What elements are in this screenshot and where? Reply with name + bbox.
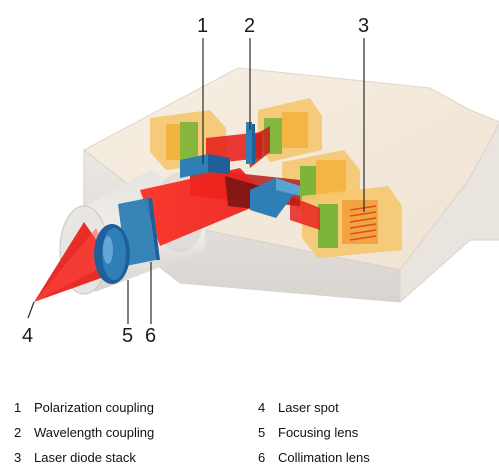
legend-item-4: 4 Laser spot: [258, 400, 339, 415]
legend-item-2: 2 Wavelength coupling: [14, 425, 154, 440]
callout-5: 5: [122, 325, 134, 347]
wavelength-coupler: [246, 122, 255, 164]
laser-module-diagram: 1 2 3 4 5 6: [22, 15, 499, 347]
legend-label: Laser diode stack: [34, 450, 136, 465]
legend-label: Focusing lens: [278, 425, 359, 440]
callout-1: 1: [197, 15, 209, 37]
callout-6: 6: [145, 325, 157, 347]
legend-num: 1: [14, 400, 22, 415]
legend-num: 5: [258, 425, 266, 440]
legend-item-6: 6 Collimation lens: [258, 450, 370, 465]
diode-stack-upper-right: [258, 98, 322, 162]
legend-label: Collimation lens: [278, 450, 370, 465]
legend-label: Laser spot: [278, 400, 339, 415]
legend-label: Wavelength coupling: [34, 425, 155, 440]
legend-num: 3: [14, 450, 22, 465]
polarization-coupler: [180, 154, 230, 178]
legend-item-3: 3 Laser diode stack: [14, 450, 136, 465]
housing-right: [399, 122, 499, 304]
legend-num: 2: [14, 425, 22, 440]
prism-mirror: [250, 178, 300, 218]
callout-3: 3: [358, 15, 370, 37]
legend-num: 4: [258, 400, 266, 415]
legend-label: Polarization coupling: [34, 400, 154, 415]
focusing-lens: [94, 224, 130, 284]
diode-stack-lower: [302, 186, 402, 258]
legend-item-1: 1 Polarization coupling: [14, 400, 154, 415]
legend-item-5: 5 Focusing lens: [258, 425, 358, 440]
callout-4: 4: [22, 325, 34, 347]
legend-num: 6: [258, 450, 266, 465]
callout-2: 2: [244, 15, 256, 37]
callout-lines: [27, 38, 365, 324]
legend: 1 Polarization coupling 2 Wavelength coupl…: [0, 392, 499, 468]
diagram-canvas: [27, 38, 499, 324]
